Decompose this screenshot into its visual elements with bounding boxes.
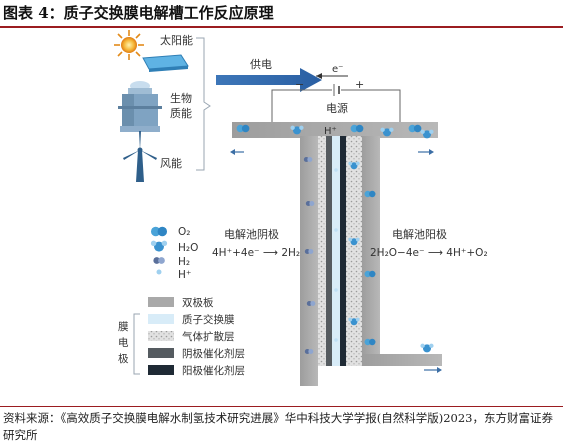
anode-reaction: 2H₂O−4e⁻ ⟶ 4H⁺+O₂ bbox=[370, 247, 488, 259]
species-legend: O₂ H₂O H₂ H⁺ bbox=[150, 226, 198, 281]
cathode-title: 电解池阴极 bbox=[224, 227, 279, 241]
legend-proton-label: H⁺ bbox=[178, 269, 191, 281]
legend-o2-label: O₂ bbox=[178, 226, 190, 238]
cathode-catalyst-swatch bbox=[148, 348, 174, 358]
cathode-gas-diffusion-layer bbox=[318, 136, 326, 366]
legend-gas-diffusion-layer: 气体扩散层 bbox=[182, 330, 235, 343]
cathode-reaction: 4H⁺+4e⁻ ⟶ 2H₂ bbox=[212, 247, 300, 259]
proton-exchange-membrane bbox=[332, 136, 340, 366]
mea-label-char2: 电 bbox=[118, 336, 129, 349]
footer-divider bbox=[0, 406, 563, 407]
anode-title: 电解池阳极 bbox=[392, 227, 447, 241]
power-supply-arrow bbox=[216, 68, 322, 92]
figure-title: 图表 4：质子交换膜电解槽工作反应原理 bbox=[3, 4, 274, 22]
legend-bipolar-plate: 双极板 bbox=[182, 296, 214, 309]
legend-cathode-catalyst: 阴极催化剂层 bbox=[182, 347, 245, 360]
source-note: 资料来源：《高效质子交换膜电解水制氢技术研究进展》华中科技大学学报(自然科学版)… bbox=[3, 411, 553, 442]
anode-catalyst-layer bbox=[340, 136, 346, 366]
solar-label: 太阳能 bbox=[160, 33, 193, 47]
bottom-bipolar-plate bbox=[362, 354, 442, 366]
anode-gas-diffusion-layer bbox=[346, 136, 362, 366]
legend-h2-label: H₂ bbox=[178, 256, 190, 268]
anode-bipolar-plate bbox=[362, 136, 380, 354]
pem-electrolyzer-diagram: 太阳能 生物 质能 风能 供电 e⁻ − + 电源 bbox=[114, 30, 488, 386]
energy-sources-bracket bbox=[196, 37, 211, 171]
gas-diffusion-layer-swatch bbox=[148, 331, 174, 341]
hydrogen-molecule-icon bbox=[153, 257, 165, 264]
legend-membrane: 质子交换膜 bbox=[182, 313, 235, 326]
wind-label: 风能 bbox=[160, 156, 182, 170]
legend-anode-catalyst: 阳极催化剂层 bbox=[182, 364, 245, 377]
solar-panel-icon bbox=[142, 54, 189, 72]
biomass-plant-icon bbox=[118, 81, 162, 132]
negative-terminal-label: − bbox=[295, 78, 304, 91]
oxygen-molecule-icon bbox=[150, 226, 168, 237]
proton-icon bbox=[156, 269, 162, 275]
positive-terminal-label: + bbox=[355, 78, 364, 91]
electrolyzer-cell bbox=[232, 122, 442, 386]
legend-h2o-label: H₂O bbox=[178, 242, 198, 254]
power-source-circuit bbox=[271, 73, 401, 122]
anode-catalyst-swatch bbox=[148, 365, 174, 375]
sun-icon bbox=[114, 30, 144, 60]
mea-label-char3: 极 bbox=[118, 352, 129, 365]
cathode-bipolar-plate bbox=[300, 136, 318, 386]
wind-turbine-icon bbox=[123, 131, 157, 182]
membrane-swatch bbox=[148, 314, 174, 324]
mea-bracket bbox=[133, 313, 140, 375]
biomass-label-line1: 生物 bbox=[170, 91, 192, 105]
proton-label: H⁺ bbox=[324, 126, 337, 137]
biomass-label-line2: 质能 bbox=[170, 106, 192, 120]
bipolar-plate-swatch bbox=[148, 297, 174, 307]
title-divider bbox=[0, 26, 563, 28]
cathode-catalyst-layer bbox=[326, 136, 332, 366]
materials-legend: 双极板 质子交换膜 气体扩散层 阴极催化剂层 阳极催化剂层 膜 电 极 bbox=[118, 296, 245, 377]
electron-label: e⁻ bbox=[332, 64, 343, 75]
power-source-label: 电源 bbox=[326, 101, 348, 115]
flow-arrows bbox=[230, 149, 442, 373]
power-supply-label: 供电 bbox=[250, 57, 272, 71]
cell-molecules bbox=[236, 124, 434, 354]
water-molecule-icon bbox=[150, 240, 168, 252]
mea-label-char1: 膜 bbox=[118, 321, 129, 333]
